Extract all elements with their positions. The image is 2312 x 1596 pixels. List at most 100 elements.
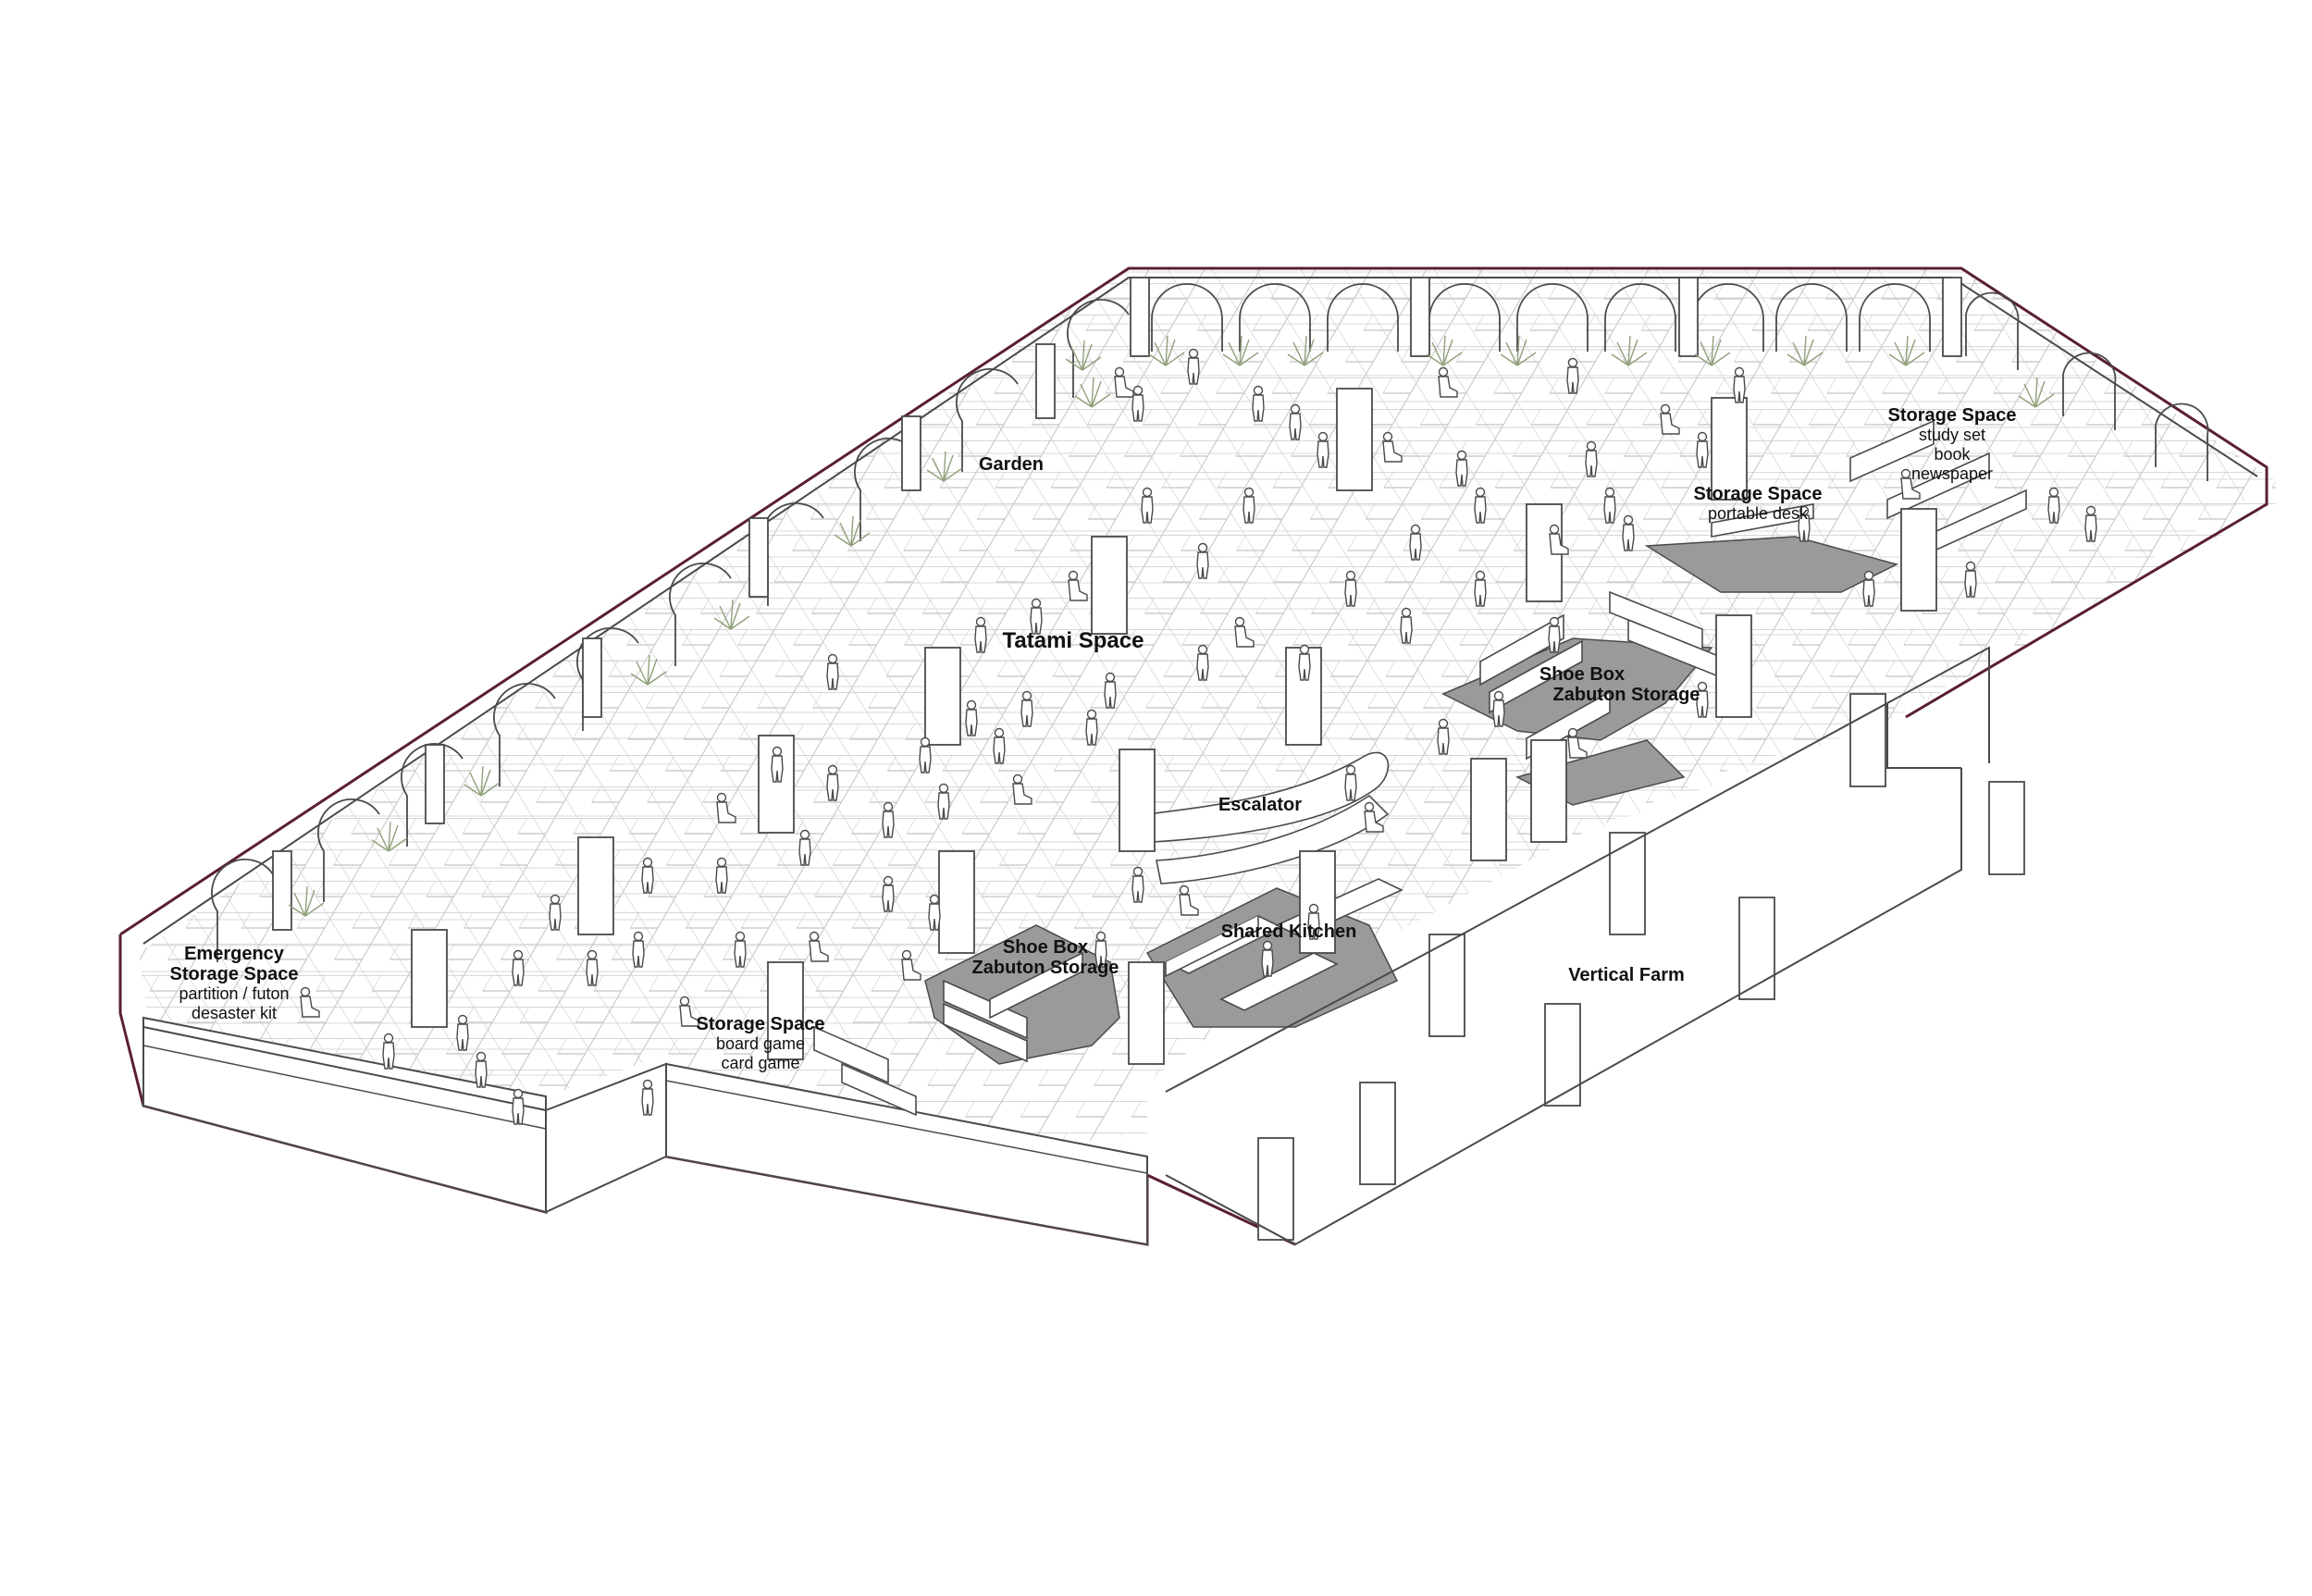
wall-piers	[272, 277, 1962, 931]
person-figure	[826, 764, 839, 801]
person-figure	[798, 829, 811, 866]
person-figure	[1179, 885, 1199, 916]
person-figure	[1344, 570, 1357, 607]
person-figure	[300, 986, 320, 1018]
person-figure	[1104, 672, 1117, 709]
garden-plants	[288, 335, 2055, 917]
person-figure	[1068, 570, 1088, 601]
person-figure	[1243, 487, 1255, 524]
person-figure	[475, 1051, 488, 1088]
person-figure	[993, 727, 1006, 764]
person-figure	[1344, 764, 1357, 801]
people-figures	[300, 348, 2097, 1125]
person-figure	[632, 931, 645, 968]
person-figure	[1567, 727, 1588, 759]
person-figure	[1437, 718, 1450, 755]
person-figure	[1307, 903, 1320, 940]
person-figure	[1696, 431, 1709, 468]
label-storage-study-line4: newspaper	[1911, 464, 1993, 483]
person-figure	[1252, 385, 1265, 422]
person-figure	[1234, 616, 1255, 648]
label-storage-games-line1: Storage Space	[697, 1014, 825, 1034]
label-storage-study-line2: study set	[1919, 426, 1985, 444]
person-figure	[641, 857, 654, 894]
person-figure	[974, 616, 987, 653]
person-figure	[2084, 505, 2097, 542]
right-arches	[1965, 291, 2209, 481]
person-figure	[1964, 561, 1977, 598]
person-figure	[1094, 931, 1107, 968]
left-arches	[211, 299, 1130, 962]
person-figure	[1400, 607, 1413, 644]
label-garden: Garden	[979, 454, 1044, 475]
label-vertical-farm: Vertical Farm	[1568, 965, 1685, 985]
person-figure	[1196, 542, 1209, 579]
person-figure	[1131, 866, 1144, 903]
person-figure	[1548, 616, 1561, 653]
person-figure	[1622, 514, 1635, 551]
person-figure	[1660, 403, 1680, 435]
label-tatami-space: Tatami Space	[1003, 628, 1144, 653]
person-figure	[1798, 505, 1811, 542]
person-figure	[679, 996, 699, 1027]
person-figure	[882, 801, 895, 838]
label-shared-kitchen: Shared Kitchen	[1221, 922, 1357, 942]
person-figure	[1030, 598, 1043, 635]
person-figure	[1298, 644, 1311, 681]
person-figure	[1317, 431, 1329, 468]
plan-labels: Garden Tatami Space Escalator Shared Kit…	[170, 405, 2017, 1072]
label-emergency-line4: desaster kit	[192, 1004, 277, 1022]
person-figure	[919, 736, 932, 773]
label-shoe-box-right-line1: Shoe Box	[1539, 664, 1625, 685]
person-figure	[715, 857, 728, 894]
person-figure	[586, 949, 599, 986]
person-figure	[1364, 801, 1384, 833]
person-figure	[1196, 644, 1209, 681]
person-figure	[1438, 366, 1458, 398]
person-figure	[456, 1014, 469, 1051]
person-figure	[1862, 570, 1875, 607]
person-figure	[901, 949, 921, 981]
person-figure	[1696, 681, 1709, 718]
person-figure	[1900, 468, 1921, 500]
label-shoe-box-left-line1: Shoe Box	[1003, 937, 1088, 958]
label-shoe-box-left-line2: Zabuton Storage	[972, 958, 1119, 978]
label-storage-study-line3: book	[1934, 445, 1971, 464]
person-figure	[882, 875, 895, 912]
person-figure	[1289, 403, 1302, 440]
person-figure	[734, 931, 747, 968]
person-figure	[1492, 690, 1505, 727]
vertical-farm-walls	[1165, 646, 1990, 1246]
person-figure	[1566, 357, 1579, 394]
person-figure	[512, 1088, 525, 1125]
person-figure	[1187, 348, 1200, 385]
person-figure	[1114, 366, 1134, 398]
person-figure	[641, 1079, 654, 1116]
person-figure	[928, 894, 941, 931]
label-shoe-box-right-line2: Zabuton Storage	[1553, 685, 1700, 705]
person-figure	[1020, 690, 1033, 727]
label-emergency-line2: Storage Space	[170, 964, 299, 984]
person-figure	[512, 949, 525, 986]
label-storage-study-line1: Storage Space	[1888, 405, 2017, 426]
person-figure	[771, 746, 784, 783]
columns	[411, 388, 2025, 1241]
label-emergency-line3: partition / futon	[179, 984, 289, 1003]
person-figure	[826, 653, 839, 690]
left-wall-top	[142, 277, 1130, 945]
person-figure	[1474, 570, 1487, 607]
person-figure	[382, 1033, 395, 1070]
person-figure	[716, 792, 736, 823]
person-figure	[809, 931, 829, 962]
label-emergency-line1: Emergency	[184, 944, 285, 964]
label-escalator: Escalator	[1218, 795, 1302, 815]
person-figure	[1409, 524, 1422, 561]
person-figure	[1549, 524, 1569, 555]
shelving-units	[813, 419, 2027, 1117]
person-figure	[1603, 487, 1616, 524]
person-figure	[937, 783, 950, 820]
front-wall-face-c	[545, 1062, 667, 1214]
person-figure	[1474, 487, 1487, 524]
person-figure	[1382, 431, 1403, 463]
